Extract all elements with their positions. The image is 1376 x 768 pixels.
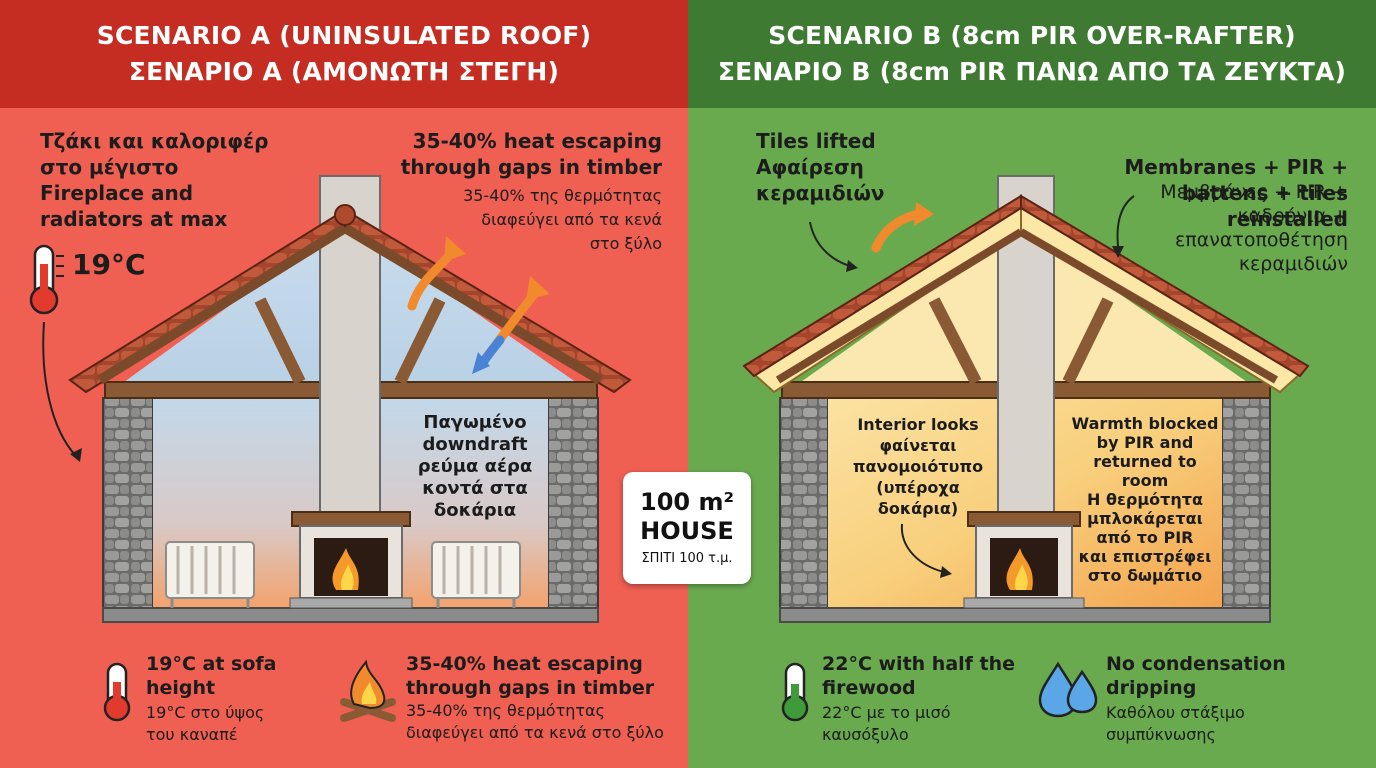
- arrow-icon: [472, 276, 550, 374]
- house-a-illustration: [29, 175, 632, 722]
- footer-heat-label-gr: 35-40% της θερμότητας διαφεύγει από τα κ…: [406, 701, 664, 742]
- heat-escape-label-en: 35-40% heat escaping through gaps in tim…: [400, 129, 662, 179]
- scenario-a-title-en: SCENARIO A (UNINSULATED ROOF): [96, 21, 592, 50]
- arrow-icon: [900, 523, 952, 578]
- stone-wall-left-b: [779, 397, 829, 611]
- scenario-a-panel: SCENARIO A (UNINSULATED ROOF) ΣΕΝΑΡΙΟ Α …: [0, 0, 688, 744]
- arrow-icon: [407, 236, 466, 311]
- house-size-badge: 100 m² HOUSE ΣΠΙΤΙ 100 τ.μ.: [623, 472, 751, 584]
- warmth-label: Warmth blocked by PIR and returned to ro…: [1071, 414, 1219, 585]
- downdraft-label: Παγωμένο downdraft ρεύμα αέρα κοντά στα …: [417, 412, 533, 521]
- scenario-a-title-gr: ΣΕΝΑΡΙΟ Α (ΑΜΟΝΩΤΗ ΣΤΕΓΗ): [128, 57, 560, 86]
- stone-wall-right-b: [1221, 397, 1271, 611]
- temperature-label: 19°C: [72, 248, 146, 281]
- footer-heat-label-en: 35-40% heat escaping through gaps in tim…: [406, 653, 655, 699]
- heating-label-en: Fireplace and radiators at max: [40, 181, 228, 231]
- footer-temp-label-gr: 19°C στο ύψος του καναπέ: [146, 703, 265, 744]
- tiles-lifted-label: Tiles lifted Αφαίρεση κεραμιδιών: [756, 129, 885, 205]
- thermometer-icon: [29, 244, 64, 315]
- arrow-icon: [809, 221, 858, 272]
- fireplace-icon: [963, 511, 1085, 609]
- roof-tiles-right-b: [1020, 194, 1310, 378]
- fire-icon: [340, 659, 396, 722]
- fireplace-icon: [289, 511, 413, 609]
- footer-temp-label-en-b: 22°C with half the firewood: [822, 653, 1016, 699]
- scenario-b-title-en: SCENARIO B (8cm PIR OVER-RAFTER): [768, 21, 1296, 50]
- interior-label: Interior looks φαίνεται πανομοιότυπο (υπ…: [852, 415, 984, 518]
- badge-house-gr: ΣΠΙΤΙ 100 τ.μ.: [641, 551, 733, 566]
- heating-label-gr: Τζάκι και καλοριφέρ στο μέγιστο: [40, 129, 269, 179]
- radiator-icon: [165, 541, 255, 608]
- membranes-label-en: Membranes + PIR + battens + tiles reinst…: [1124, 155, 1348, 231]
- footer-temp-label-gr-b: 22°C με το μισό καυσόξυλο: [822, 703, 951, 744]
- thermometer-icon: [103, 662, 131, 722]
- thermometer-icon: [781, 662, 809, 722]
- scenario-b-header: SCENARIO B (8cm PIR OVER-RAFTER) ΣΕΝΑΡΙΟ…: [688, 0, 1376, 108]
- house-b-illustration: [742, 175, 1310, 722]
- membranes-label-gr: Μεμβράνες + PIR + καδρόνια + επανατοποθέ…: [1160, 181, 1348, 275]
- scenario-b-title-gr: ΣΕΝΑΡΙΟ Β (8cm PIR ΠΑΝΩ ΑΠΟ ΤΑ ΖΕΥΚΤΑ): [717, 57, 1347, 86]
- radiator-icon: [431, 541, 521, 608]
- arrow-icon: [871, 202, 934, 253]
- water-drops-icon: [1038, 661, 1098, 718]
- scenario-b-panel: SCENARIO B (8cm PIR OVER-RAFTER) ΣΕΝΑΡΙΟ…: [688, 0, 1376, 768]
- badge-house: HOUSE: [640, 517, 734, 545]
- scenario-a-header: SCENARIO A (UNINSULATED ROOF) ΣΕΝΑΡΙΟ Α …: [0, 0, 688, 108]
- footer-cond-label-en: No condensation dripping: [1106, 653, 1286, 699]
- arrow-icon: [42, 321, 82, 462]
- heat-escape-label-gr: 35-40% της θερμότητας διαφεύγει από τα κ…: [463, 186, 662, 253]
- stone-wall-left-a: [102, 397, 154, 611]
- arrow-icon: [1112, 195, 1135, 258]
- footer-cond-label-gr: Καθόλου στάξιμο συμπύκνωσης: [1106, 703, 1245, 744]
- stone-wall-right-a: [547, 397, 599, 611]
- footer-temp-label-en: 19°C at sofa height: [146, 653, 277, 699]
- badge-area: 100 m²: [640, 488, 734, 516]
